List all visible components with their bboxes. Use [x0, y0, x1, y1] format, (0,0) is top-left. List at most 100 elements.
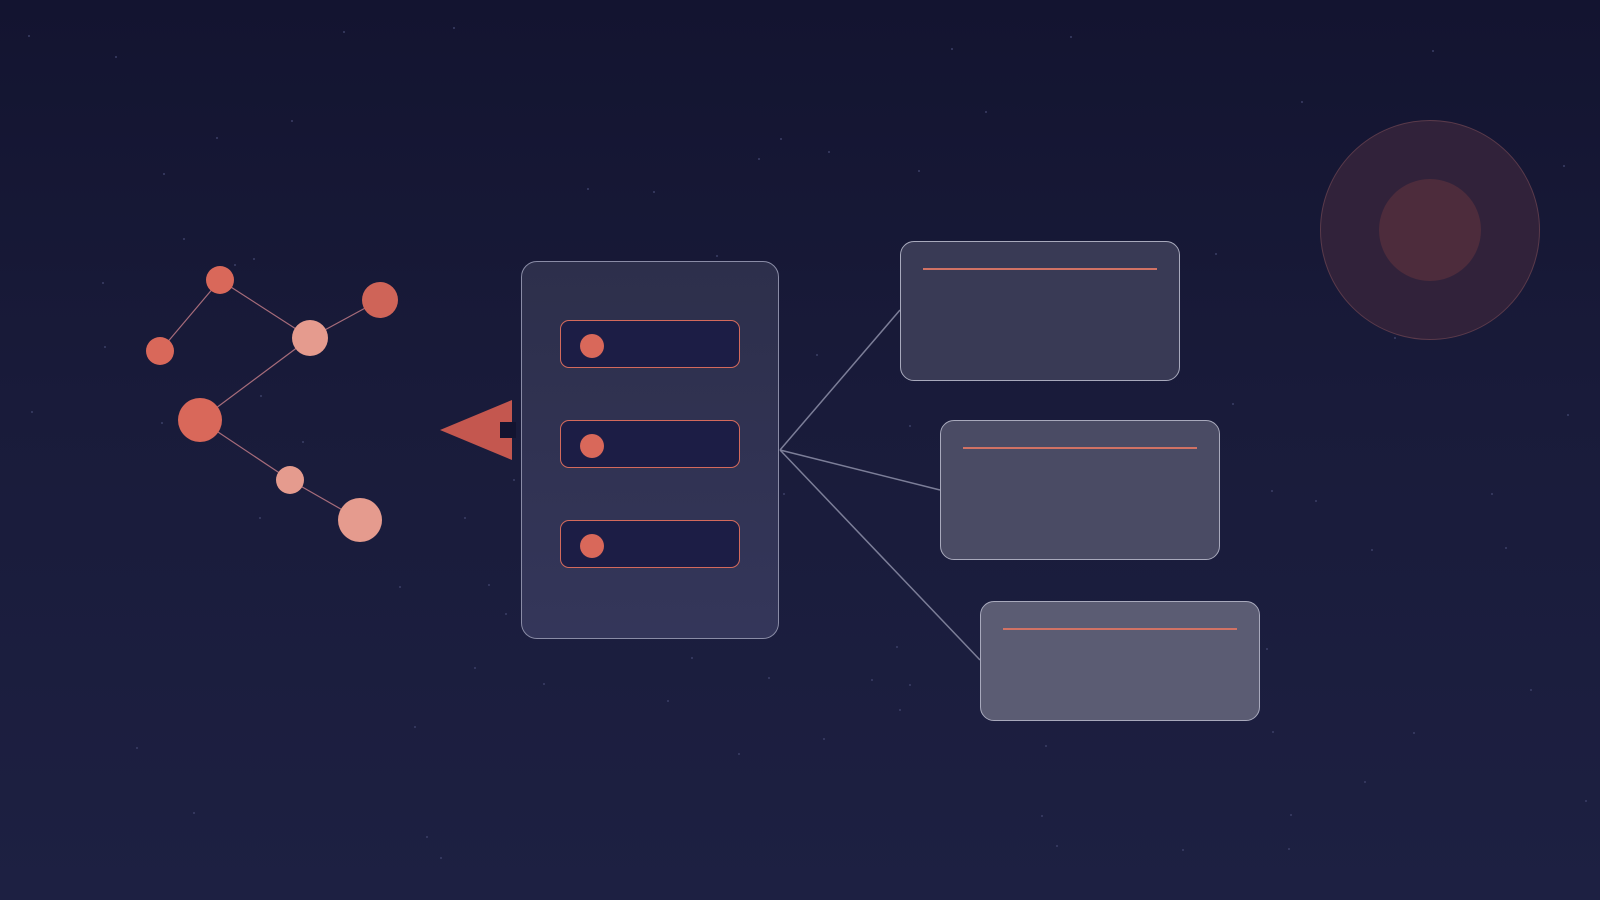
star	[758, 158, 760, 160]
star	[343, 31, 345, 33]
constellation-node	[292, 320, 328, 356]
star	[474, 667, 476, 669]
star	[1272, 731, 1274, 733]
star	[587, 188, 589, 190]
star	[1045, 745, 1047, 747]
planet-icon	[1320, 120, 1540, 340]
star	[426, 836, 428, 838]
star	[1315, 500, 1317, 502]
star	[828, 151, 830, 153]
constellation-node	[338, 498, 382, 542]
star	[691, 657, 693, 659]
output-card	[940, 420, 1220, 560]
star	[291, 120, 293, 122]
star	[440, 857, 442, 859]
star	[1182, 849, 1184, 851]
star	[1364, 781, 1366, 783]
star	[1530, 689, 1532, 691]
star	[1070, 36, 1072, 38]
star	[1563, 165, 1565, 167]
star	[260, 395, 262, 397]
star	[1491, 493, 1493, 495]
star	[653, 191, 655, 193]
star	[816, 354, 818, 356]
star	[1215, 253, 1217, 255]
connector-line	[779, 449, 941, 491]
star	[909, 425, 911, 427]
server-rack-icon	[521, 261, 779, 639]
star	[1585, 800, 1587, 802]
star	[161, 422, 163, 424]
star	[1056, 845, 1058, 847]
constellation-link	[199, 337, 311, 421]
star	[1266, 648, 1268, 650]
star	[871, 679, 873, 681]
star	[1301, 101, 1303, 103]
star	[216, 137, 218, 139]
star	[985, 111, 987, 113]
star	[780, 138, 782, 140]
star	[738, 753, 740, 755]
star	[1271, 490, 1273, 492]
connector-line	[779, 449, 981, 661]
star	[28, 35, 30, 37]
star	[505, 613, 507, 615]
star	[768, 677, 770, 679]
constellation-node	[146, 337, 174, 365]
star	[1232, 403, 1234, 405]
star	[399, 586, 401, 588]
card-header-line	[963, 447, 1197, 449]
card-header-line	[1003, 628, 1237, 630]
star	[234, 264, 236, 266]
status-led-icon	[580, 334, 604, 358]
status-led-icon	[580, 534, 604, 558]
star	[716, 255, 718, 257]
constellation-link	[159, 279, 221, 352]
star	[1413, 732, 1415, 734]
star	[302, 441, 304, 443]
star	[823, 738, 825, 740]
star	[543, 683, 545, 685]
star	[1505, 547, 1507, 549]
output-card	[980, 601, 1260, 721]
arrow-left-icon	[440, 400, 516, 460]
star	[951, 48, 953, 50]
star	[193, 812, 195, 814]
star	[102, 282, 104, 284]
connector-line	[779, 309, 901, 451]
star	[1394, 337, 1396, 339]
star	[1288, 848, 1290, 850]
star	[667, 700, 669, 702]
star	[896, 646, 898, 648]
server-slot	[560, 320, 740, 368]
star	[1432, 50, 1434, 52]
star	[163, 173, 165, 175]
star	[136, 747, 138, 749]
planet-core	[1379, 179, 1481, 281]
star	[1371, 549, 1373, 551]
star	[1290, 814, 1292, 816]
constellation-node	[178, 398, 222, 442]
star	[513, 479, 515, 481]
star	[899, 709, 901, 711]
star	[31, 411, 33, 413]
star	[453, 27, 455, 29]
star	[464, 517, 466, 519]
status-led-icon	[580, 434, 604, 458]
card-header-line	[923, 268, 1157, 270]
star	[488, 584, 490, 586]
server-slot	[560, 520, 740, 568]
star	[115, 56, 117, 58]
constellation-node	[276, 466, 304, 494]
output-card	[900, 241, 1180, 381]
constellation-node	[362, 282, 398, 318]
star	[414, 726, 416, 728]
star	[783, 493, 785, 495]
server-slot	[560, 420, 740, 468]
star	[259, 517, 261, 519]
star	[909, 684, 911, 686]
star	[253, 258, 255, 260]
